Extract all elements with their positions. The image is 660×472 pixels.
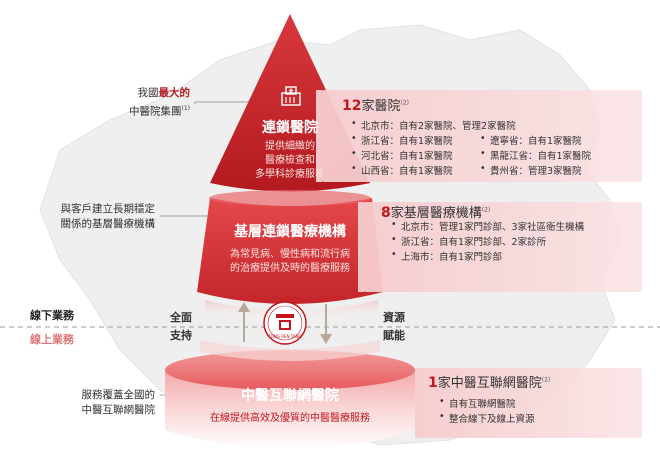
- list-item: 黑龍江省：自有1家醫院: [480, 148, 591, 162]
- customer-note: 與客戶建立長期穩定 關係的基層醫療機構: [40, 202, 156, 232]
- top-tier-desc-line: 多學科診療服務: [255, 169, 325, 180]
- list-item: 自有互聯網醫院: [439, 396, 515, 410]
- internet-unit: 家中醫互聯網醫院: [437, 376, 542, 391]
- online-note: 服務覆蓋全國的 中醫互聯網醫院: [50, 388, 156, 418]
- internet-sup: (2): [541, 376, 551, 384]
- down-arrow-icon: [320, 304, 332, 344]
- group-note-highlight: 最大的: [158, 87, 191, 99]
- customer-note-line2: 關係的基層醫療機構: [60, 218, 156, 230]
- group-note-sup: (1): [181, 105, 191, 112]
- empower-label-line1: 資源: [383, 311, 405, 324]
- online-note-line2: 中醫互聯網醫院: [81, 404, 156, 416]
- customer-note-line1: 與客戶建立長期穩定: [60, 203, 156, 215]
- clinics-count: 8: [381, 205, 391, 221]
- hospitals-unit: 家醫院: [361, 99, 401, 114]
- middle-tier-title: 基層連鎖醫療機構: [234, 224, 346, 240]
- group-note: 我國最大的 中醫院集團(1): [95, 86, 190, 120]
- support-label: 全面 支持: [165, 309, 197, 345]
- list-item: 遼寧省：自有1家醫院: [480, 133, 581, 147]
- middle-tier-desc-line: 為常見病、慢性病和流行病: [230, 249, 350, 260]
- middle-tier-desc-line: 的治療提供及時的醫療服務: [230, 263, 350, 274]
- online-label: 線上業務: [30, 333, 74, 346]
- list-item: 上海市：自有1家門診部: [391, 249, 502, 263]
- clinics-unit: 家基層醫療機構: [390, 206, 482, 221]
- tongrentang-seal-icon: [263, 301, 307, 345]
- bottom-tier-desc: 在線提供高效及優質的中醫醫療服務: [210, 413, 370, 424]
- hospitals-count: 12: [342, 98, 362, 114]
- top-tier-desc-line: 提供細緻的: [265, 141, 315, 152]
- clinics-sup: (2): [481, 206, 491, 214]
- list-item: 山西省：自有1家醫院: [351, 163, 452, 177]
- top-tier-desc: 提供細緻的 醫療檢查和 多學科診療服務: [230, 140, 350, 182]
- group-note-prefix: 我國: [137, 87, 159, 99]
- internet-panel-title: 1家中醫互聯網醫院(2): [428, 372, 550, 391]
- logo-text: TONG REN TANG: [268, 334, 302, 339]
- empower-label-line2: 賦能: [383, 329, 405, 342]
- internet-count: 1: [428, 375, 438, 391]
- list-item: 北京市：自有2家醫院、管理2家醫院: [351, 118, 516, 132]
- list-item: 河北省：自有1家醫院: [351, 148, 452, 162]
- list-item: 北京市：管理1家門診部、3家社區衛生機構: [391, 219, 584, 233]
- bottom-tier-shape: [165, 370, 415, 450]
- list-item: 整合線下及線上資源: [439, 411, 534, 425]
- middle-tier-shape: [197, 198, 383, 304]
- support-label-line1: 全面: [170, 311, 192, 324]
- hospitals-panel-title: 12家醫院(2): [342, 95, 409, 114]
- up-arrow-icon: [238, 302, 250, 342]
- bottom-tier-title: 中醫互聯網醫院: [241, 388, 339, 404]
- offline-label: 線下業務: [30, 309, 74, 322]
- group-note-line2: 中醫院集團: [129, 105, 182, 118]
- list-item: 浙江省：自有1家門診部、2家診所: [391, 234, 546, 248]
- support-label-line2: 支持: [170, 329, 192, 342]
- empower-label: 資源 賦能: [378, 309, 410, 345]
- clinics-panel-title: 8家基層醫療機構(2): [381, 202, 490, 221]
- hospitals-sup: (2): [400, 99, 410, 107]
- top-tier-desc-line: 醫療檢查和: [265, 155, 315, 166]
- hospital-icon: [281, 86, 301, 106]
- online-note-line1: 服務覆蓋全國的: [81, 389, 156, 401]
- middle-tier-desc: 為常見病、慢性病和流行病 的治療提供及時的醫療服務: [200, 248, 380, 276]
- list-item: 浙江省：自有1家醫院: [351, 133, 452, 147]
- top-tier-title: 連鎖醫院: [262, 120, 318, 136]
- list-item: 貴州省：管理3家醫院: [480, 163, 581, 177]
